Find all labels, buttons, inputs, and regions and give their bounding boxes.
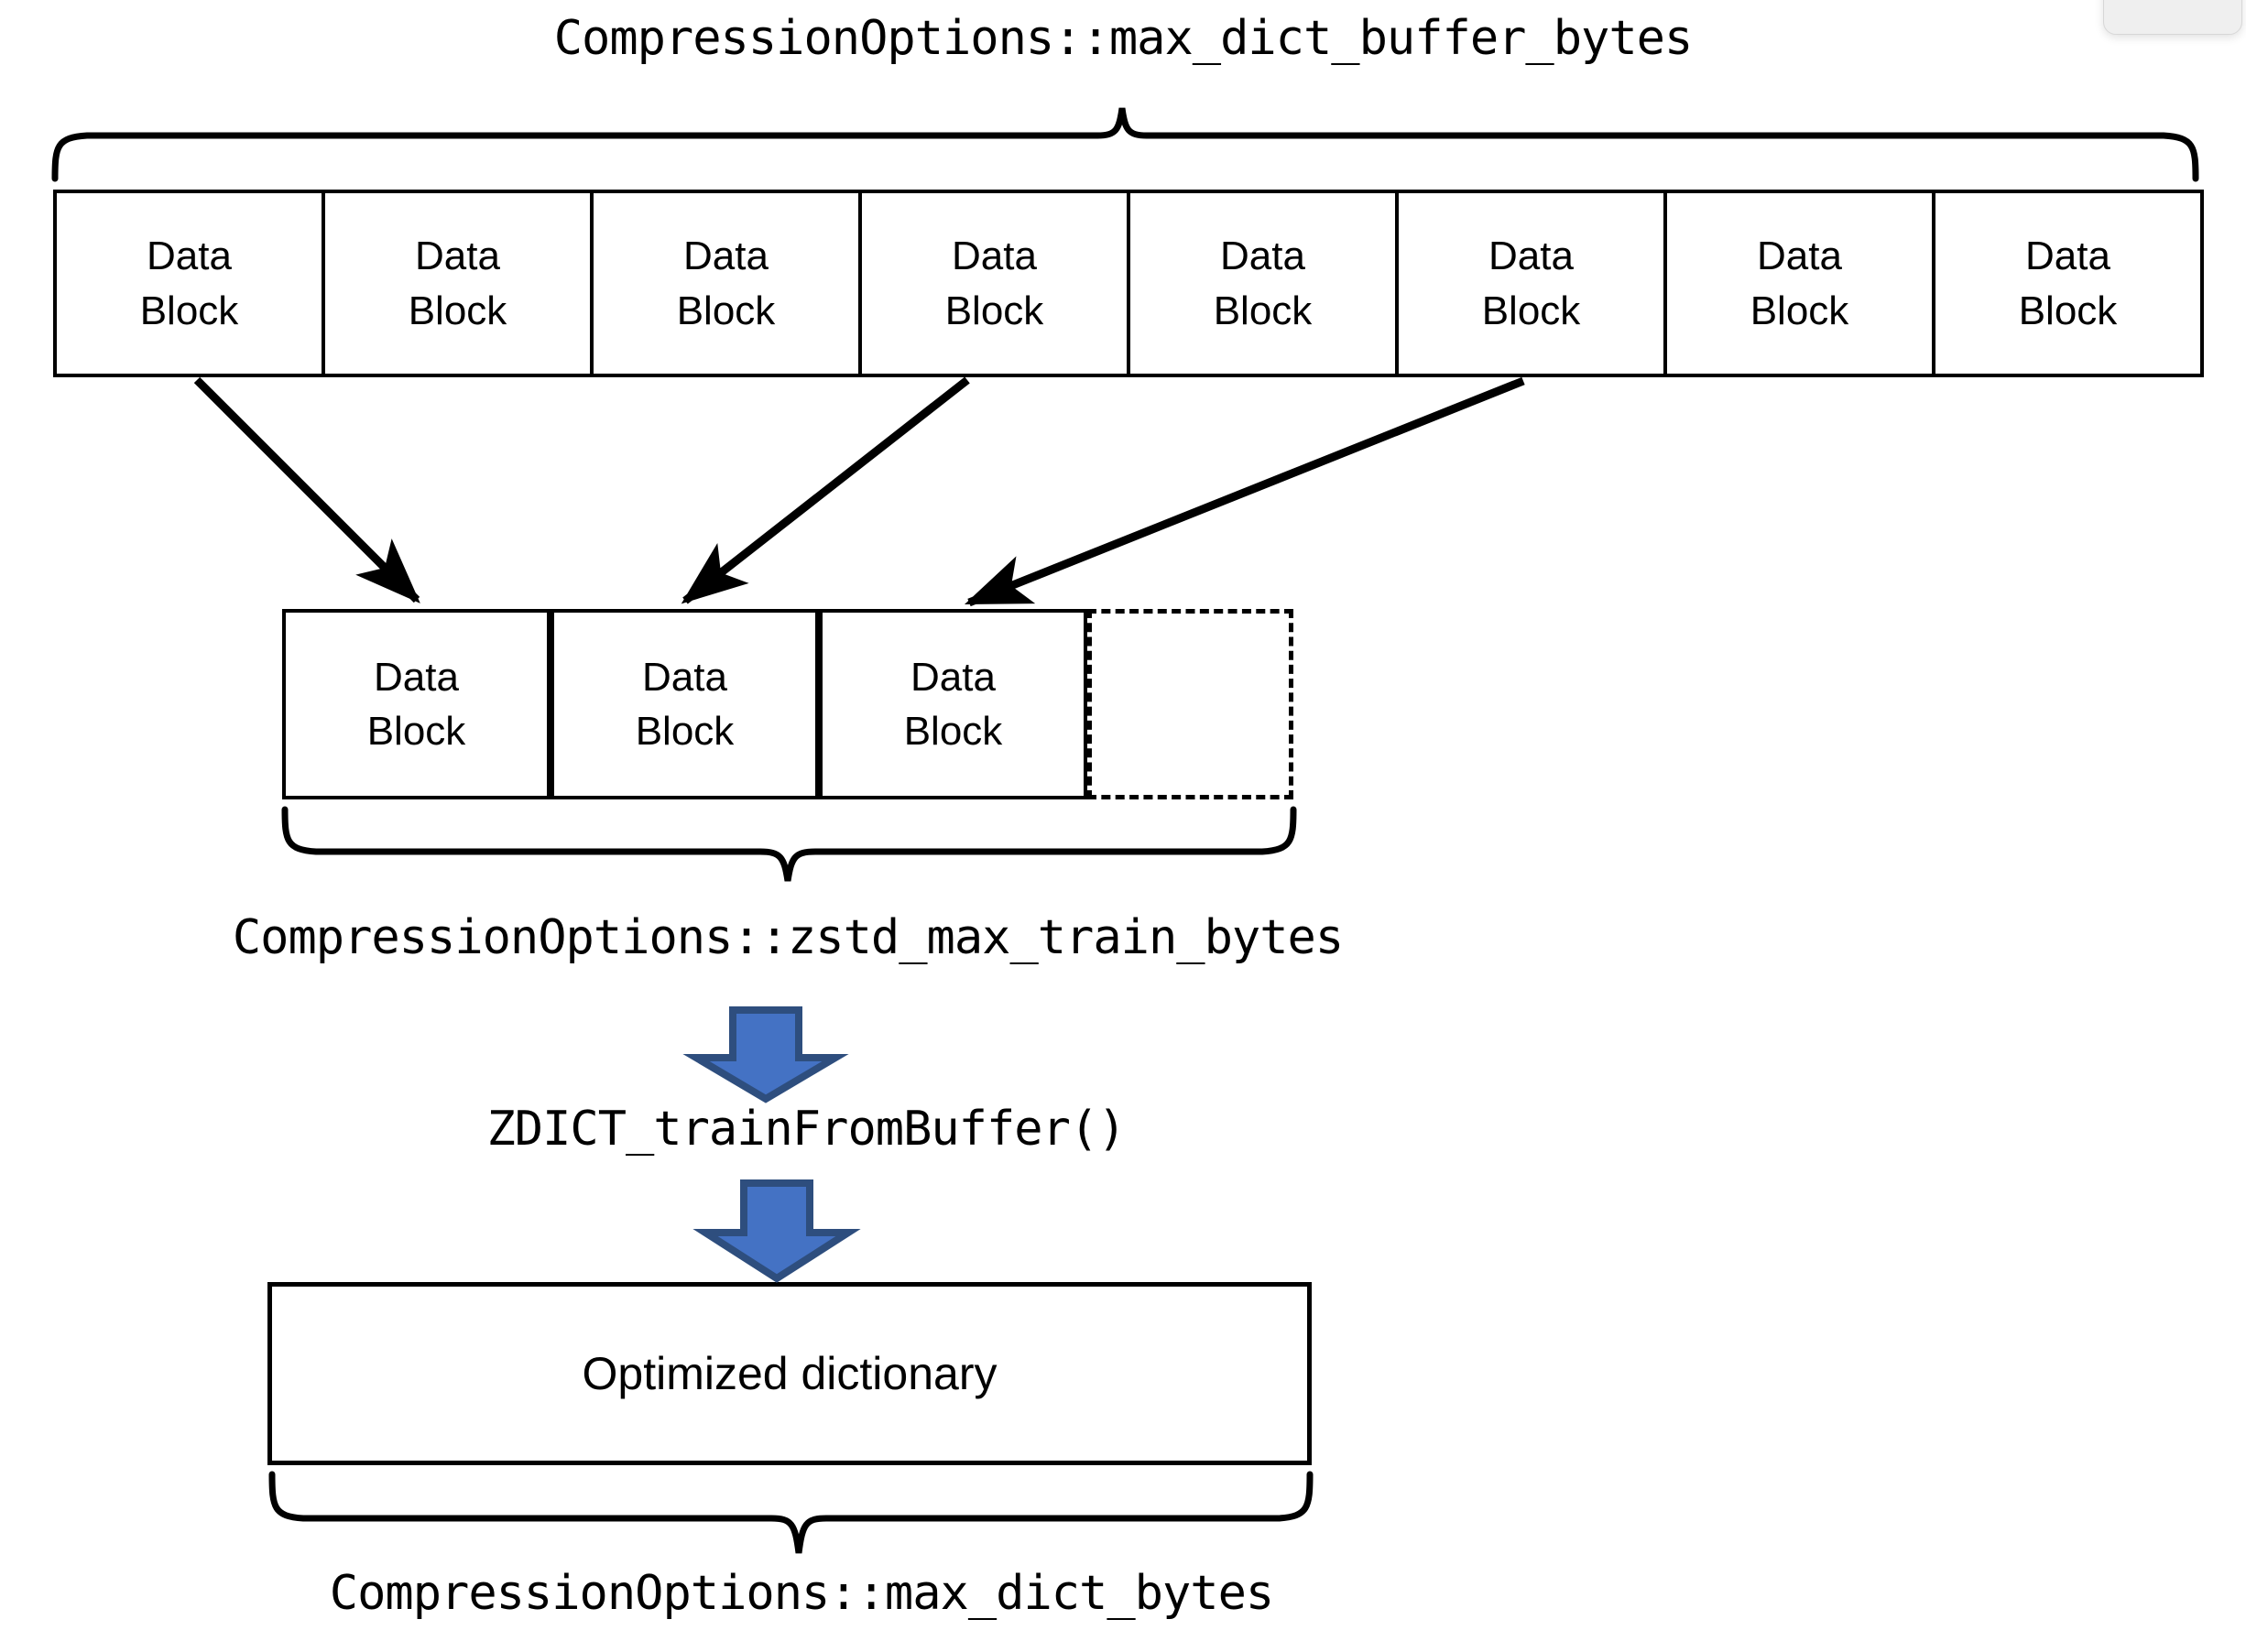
arrow-block4-to-middle2 [681, 376, 970, 604]
blue-down-arrow-1 [682, 1006, 849, 1103]
block-label-line2: Block [408, 288, 507, 333]
block-label-line2: Block [1481, 288, 1581, 333]
block-label-line1: Data [910, 654, 996, 700]
top-right-panel[interactable] [2103, 0, 2242, 35]
block-label-line1: Data [683, 234, 769, 279]
label-zdict-train-from-buffer: ZDICT_trainFromBuffer() [486, 1102, 1126, 1157]
arrow-block6-to-middle3 [964, 376, 1525, 607]
top-block-2: Data Block [322, 190, 594, 377]
label-zstd-max-train-bytes: CompressionOptions::zstd_max_train_bytes [232, 910, 1344, 965]
block-label-line1: Data [952, 234, 1037, 279]
top-block-7: Data Block [1663, 190, 1935, 377]
block-label-line2: Block [366, 709, 466, 754]
block-label-line2: Block [2018, 288, 2118, 333]
block-label-line1: Data [1488, 234, 1574, 279]
block-label-line2: Block [139, 288, 239, 333]
middle-block-placeholder-dashed [1087, 609, 1293, 799]
middle-block-1: Data Block [282, 609, 551, 799]
block-label-line1: Data [1220, 234, 1305, 279]
blue-down-arrow-2 [692, 1179, 861, 1283]
block-label-line1: Data [415, 234, 500, 279]
brace-max-dict-bytes [268, 1471, 1314, 1554]
brace-max-dict-buffer-bytes [51, 107, 2199, 182]
block-label-line2: Block [944, 288, 1044, 333]
block-label-line2: Block [676, 288, 776, 333]
label-max-dict-buffer-bytes: CompressionOptions::max_dict_buffer_byte… [553, 11, 1694, 66]
block-label-line1: Data [2025, 234, 2110, 279]
optimized-dictionary-label: Optimized dictionary [582, 1348, 998, 1399]
top-block-5: Data Block [1127, 190, 1399, 377]
top-block-1: Data Block [53, 190, 325, 377]
block-label-line2: Block [903, 709, 1003, 754]
top-block-3: Data Block [590, 190, 862, 377]
block-label-line2: Block [635, 709, 735, 754]
middle-block-2: Data Block [551, 609, 819, 799]
block-label-line1: Data [1757, 234, 1842, 279]
block-label-line1: Data [642, 654, 727, 700]
block-label-line2: Block [1750, 288, 1849, 333]
block-label-line2: Block [1213, 288, 1313, 333]
optimized-dictionary-box: Optimized dictionary [267, 1282, 1312, 1465]
top-block-8: Data Block [1932, 190, 2204, 377]
label-max-dict-bytes: CompressionOptions::max_dict_bytes [329, 1566, 1274, 1621]
arrow-block1-to-middle1 [193, 376, 420, 603]
block-label-line1: Data [147, 234, 232, 279]
block-label-line1: Data [374, 654, 459, 700]
brace-zstd-max-train-bytes [281, 806, 1297, 882]
top-block-4: Data Block [858, 190, 1130, 377]
middle-block-3: Data Block [819, 609, 1087, 799]
top-block-6: Data Block [1395, 190, 1667, 377]
